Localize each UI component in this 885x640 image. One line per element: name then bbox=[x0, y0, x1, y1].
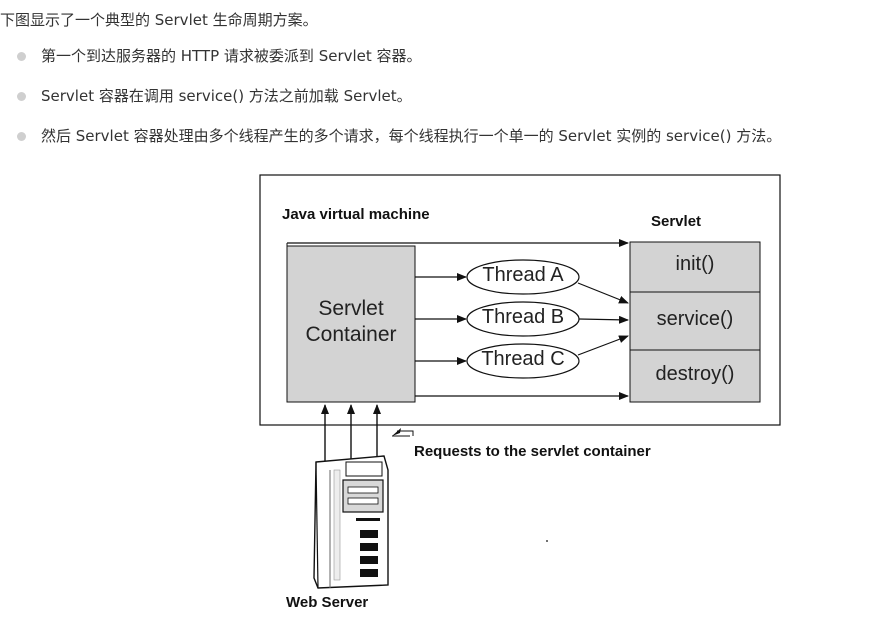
intro-paragraph: 下图显示了一个典型的 Servlet 生命周期方案。 bbox=[0, 11, 318, 29]
method-box-init bbox=[629, 241, 761, 293]
bullet-dot-icon bbox=[17, 52, 26, 61]
bullet-dot-icon bbox=[17, 132, 26, 141]
list-item-text: 第一个到达服务器的 HTTP 请求被委派到 Servlet 容器。 bbox=[41, 47, 422, 65]
list-item: 第一个到达服务器的 HTTP 请求被委派到 Servlet 容器。 bbox=[0, 46, 781, 66]
servlet-label: Servlet bbox=[651, 213, 702, 230]
method-service-label: service() bbox=[656, 308, 734, 330]
requests-label: Requests to the servlet container bbox=[414, 443, 651, 460]
method-init-label: init() bbox=[675, 253, 715, 275]
jvm-frame bbox=[259, 174, 781, 426]
list-item: Servlet 容器在调用 service() 方法之前加载 Servlet。 bbox=[0, 86, 781, 106]
arrow-thread-c-to-service bbox=[577, 335, 629, 356]
container-label-line1: Servlet bbox=[318, 297, 384, 320]
bullet-list: 第一个到达服务器的 HTTP 请求被委派到 Servlet 容器。 Servle… bbox=[0, 46, 781, 166]
servlet-container-box bbox=[286, 245, 416, 403]
list-item-text: 然后 Servlet 容器处理由多个线程产生的多个请求，每个线程执行一个单一的 … bbox=[41, 127, 782, 145]
requests-pointer bbox=[397, 430, 414, 436]
thread-b-ellipse bbox=[466, 301, 580, 337]
method-box-service bbox=[629, 291, 761, 351]
list-item-text: Servlet 容器在调用 service() 方法之前加载 Servlet。 bbox=[41, 87, 412, 105]
thread-b-label: Thread B bbox=[481, 306, 565, 328]
bullet-dot-icon bbox=[17, 92, 26, 101]
web-server-label: Web Server bbox=[286, 594, 369, 611]
container-label-line2: Container bbox=[305, 323, 397, 346]
thread-c-ellipse bbox=[466, 343, 580, 379]
thread-c-label: Thread C bbox=[481, 348, 565, 370]
jvm-label: Java virtual machine bbox=[282, 206, 430, 223]
thread-a-ellipse bbox=[466, 259, 580, 295]
arrow-thread-b-to-service bbox=[578, 315, 629, 324]
method-destroy-label: destroy() bbox=[655, 363, 735, 385]
method-box-destroy bbox=[629, 349, 761, 403]
arrow-thread-a-to-service bbox=[577, 282, 629, 304]
web-server-icon bbox=[313, 455, 389, 589]
list-item: 然后 Servlet 容器处理由多个线程产生的多个请求，每个线程执行一个单一的 … bbox=[0, 126, 781, 146]
thread-a-label: Thread A bbox=[482, 264, 564, 286]
